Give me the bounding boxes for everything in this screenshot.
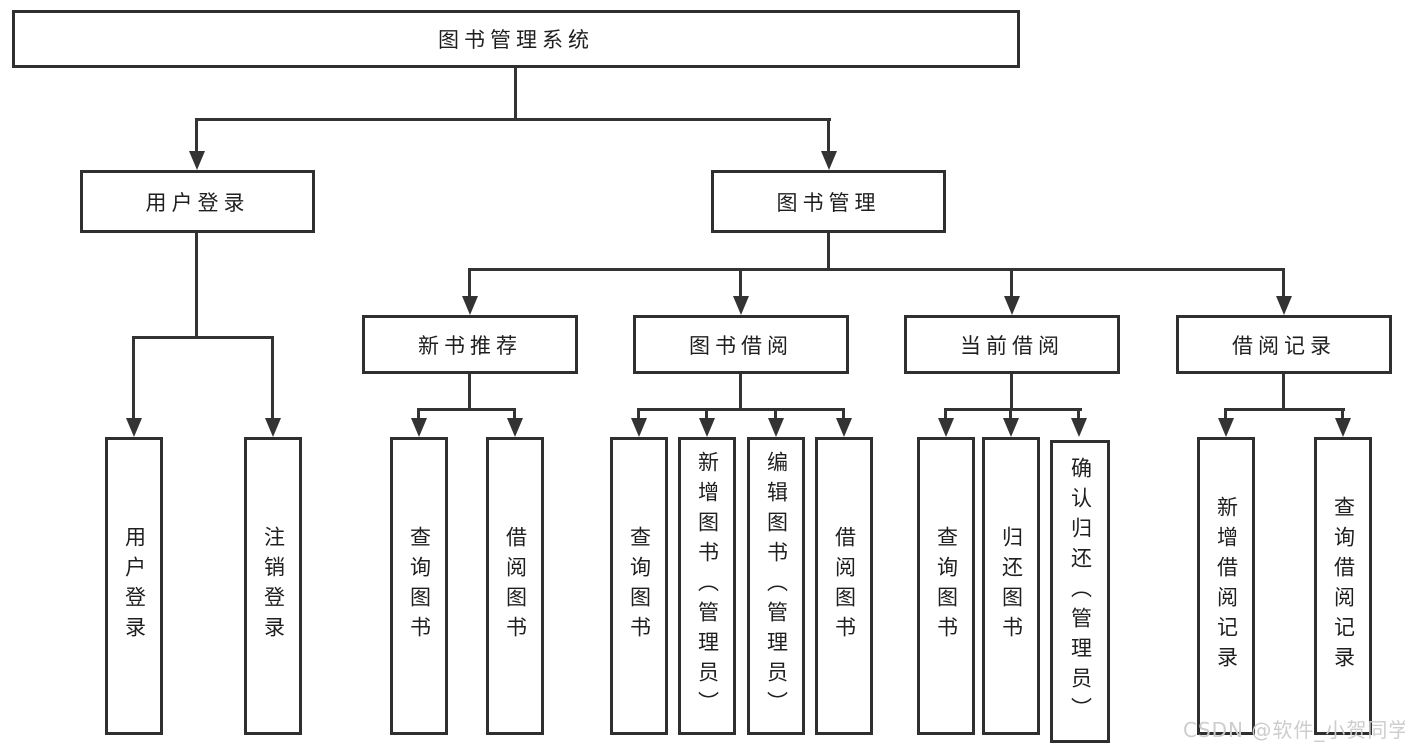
- connector-line: [417, 408, 420, 420]
- connector-line: [1009, 408, 1012, 420]
- arrow-down-icon: [1003, 418, 1019, 437]
- arrow-down-icon: [938, 418, 954, 437]
- arrow-down-icon: [1218, 418, 1234, 437]
- arrow-down-icon: [699, 418, 715, 437]
- connector-line: [514, 68, 517, 120]
- connector-line: [637, 408, 845, 411]
- connector-line: [739, 268, 742, 298]
- connector-line: [705, 408, 708, 420]
- leaf-confirm-return-admin: 确认归还（管理员）: [1050, 440, 1110, 743]
- connector-line: [1224, 408, 1345, 411]
- connector-line: [195, 233, 198, 338]
- arrow-down-icon: [768, 418, 784, 437]
- leaf-logout: 注销登录: [244, 437, 302, 735]
- connector-line: [1077, 408, 1080, 420]
- node-root: 图书管理系统: [12, 10, 1020, 68]
- arrow-down-icon: [821, 151, 837, 170]
- connector-line: [827, 118, 830, 152]
- arrow-down-icon: [265, 418, 281, 437]
- connector-line: [1010, 374, 1013, 410]
- leaf-borrow-books-borrow: 借阅图书: [815, 437, 873, 735]
- arrow-down-icon: [507, 418, 523, 437]
- connector-line: [133, 336, 274, 339]
- connector-line: [944, 408, 947, 420]
- connector-line: [1010, 268, 1013, 298]
- leaf-return-books: 归还图书: [982, 437, 1040, 735]
- csdn-watermark: CSDN @软件_小贺同学: [1183, 718, 1405, 742]
- connector-line: [774, 408, 777, 420]
- connector-line: [132, 336, 135, 420]
- connector-line: [513, 408, 516, 420]
- leaf-borrow-books-newbook: 借阅图书: [486, 437, 544, 735]
- arrow-down-icon: [836, 418, 852, 437]
- arrow-down-icon: [1004, 296, 1020, 315]
- leaf-add-book-admin: 新增图书（管理员）: [678, 437, 736, 735]
- arrow-down-icon: [1276, 296, 1292, 315]
- connector-line: [739, 374, 742, 410]
- connector-line: [468, 268, 1285, 271]
- arrow-down-icon: [733, 296, 749, 315]
- arrow-down-icon: [462, 296, 478, 315]
- leaf-query-books-borrow: 查询图书: [610, 437, 668, 735]
- arrow-down-icon: [126, 418, 142, 437]
- leaf-query-books-current: 查询图书: [917, 437, 975, 735]
- leaf-query-borrow-record: 查询借阅记录: [1314, 437, 1372, 735]
- connector-line: [195, 118, 198, 152]
- node-book-management: 图书管理: [711, 170, 946, 233]
- leaf-edit-book-admin: 编辑图书（管理员）: [747, 437, 805, 735]
- arrow-down-icon: [189, 151, 205, 170]
- connector-line: [1282, 268, 1285, 298]
- connector-line: [1282, 374, 1285, 410]
- node-current-borrowing: 当前借阅: [904, 315, 1120, 374]
- node-user-login: 用户登录: [80, 170, 315, 233]
- leaf-user-login: 用户登录: [105, 437, 163, 735]
- node-book-borrowing: 图书借阅: [633, 315, 849, 374]
- arrow-down-icon: [1335, 418, 1351, 437]
- connector-line: [842, 408, 845, 420]
- arrow-down-icon: [411, 418, 427, 437]
- leaf-add-borrow-record: 新增借阅记录: [1197, 437, 1255, 735]
- connector-line: [637, 408, 640, 420]
- connector-line: [1341, 408, 1344, 420]
- connector-line: [417, 408, 516, 411]
- connector-line: [1224, 408, 1227, 420]
- connector-line: [196, 118, 831, 121]
- leaf-query-books-newbook: 查询图书: [390, 437, 448, 735]
- connector-line: [468, 268, 471, 298]
- connector-line: [468, 374, 471, 410]
- connector-line: [944, 408, 1082, 411]
- connector-line: [827, 233, 830, 271]
- arrow-down-icon: [1071, 418, 1087, 437]
- node-borrow-records: 借阅记录: [1176, 315, 1392, 374]
- connector-line: [271, 336, 274, 420]
- arrow-down-icon: [631, 418, 647, 437]
- node-new-book-recommend: 新书推荐: [362, 315, 578, 374]
